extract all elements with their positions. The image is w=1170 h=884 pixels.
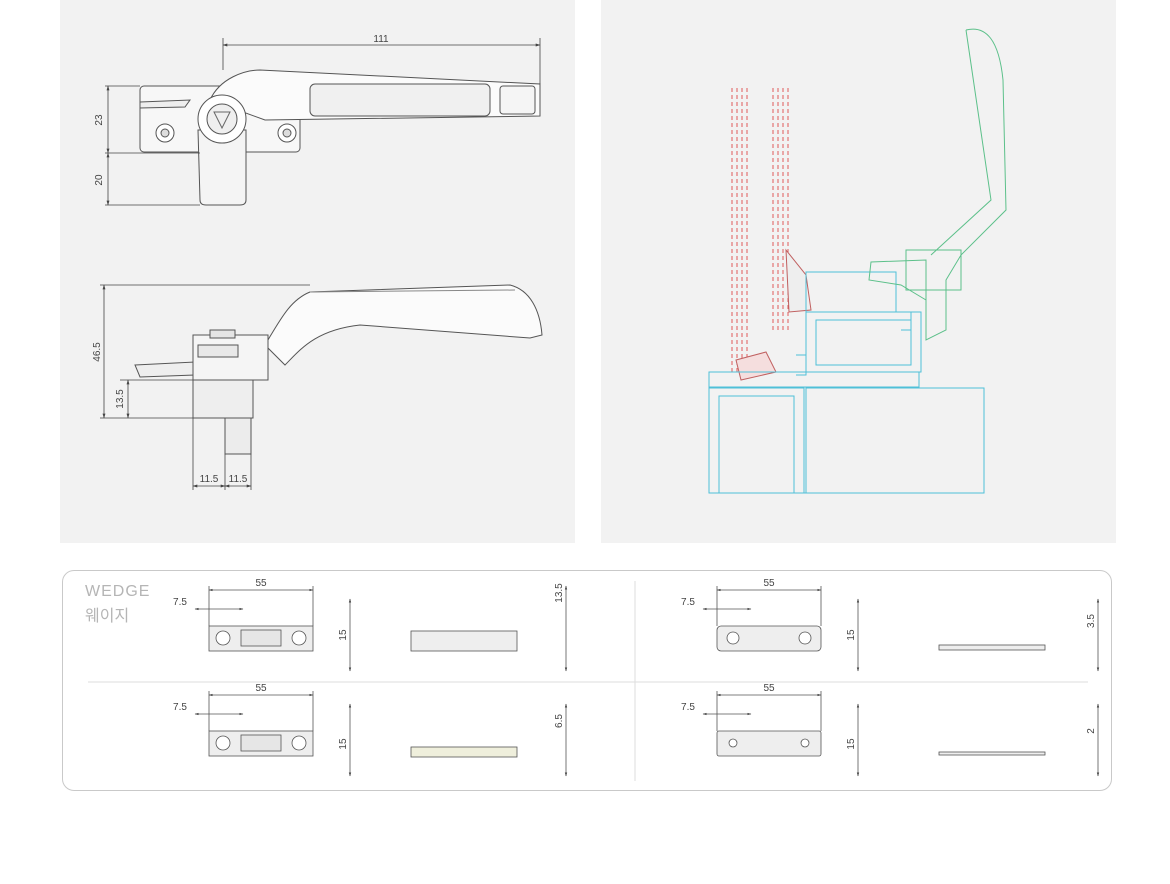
side-base-height-dim: 13.5 (115, 389, 126, 409)
wedge-3-length: 55 (763, 578, 775, 589)
top-view-dimensions (105, 38, 541, 206)
wedge-1-hole-offset: 7.5 (173, 597, 187, 608)
wedge-3-thickness: 3.5 (1086, 614, 1097, 628)
wedge-1-length: 55 (255, 578, 267, 589)
wedge-title: WEDGE (85, 583, 151, 600)
side-total-height-dim: 46.5 (92, 342, 103, 362)
handle-side-view (134, 284, 543, 455)
side-left-offset-dim: 11.5 (200, 474, 219, 485)
wedge-item-1 (194, 585, 568, 672)
wedge-4-thickness: 2 (1086, 728, 1097, 734)
wedge-2-length: 55 (255, 683, 267, 694)
wedge-item-4 (702, 691, 1100, 777)
wedge-4-hole-offset: 7.5 (681, 702, 695, 713)
frame-profile (708, 271, 985, 494)
wedge-1-thickness: 13.5 (554, 583, 565, 603)
top-width-dim: 111 (373, 34, 389, 45)
handle-outline (868, 28, 1007, 341)
wedge-3-width: 15 (846, 629, 857, 641)
wedge-panel: WEDGE 웨이지 55 7.5 15 13.5 (62, 570, 1112, 791)
glass-panes (731, 88, 789, 375)
wedge-item-2 (194, 691, 568, 777)
wedge-drawings: 55 7.5 15 13.5 55 7.5 15 6.5 (88, 578, 1100, 781)
side-right-offset-dim: 11.5 (229, 474, 248, 485)
handle-drawing: 111 23 20 46.5 13.5 11.5 (92, 34, 543, 490)
wedge-2-thickness: 6.5 (554, 714, 565, 728)
wedge-subtitle: 웨이지 (85, 608, 130, 625)
window-section-drawing (708, 28, 1007, 494)
wedge-2-hole-offset: 7.5 (173, 702, 187, 713)
top-upper-height-dim: 23 (94, 114, 105, 126)
wedge-3-hole-offset: 7.5 (681, 597, 695, 608)
wedge-2-width: 15 (338, 738, 349, 750)
top-lower-height-dim: 20 (94, 174, 105, 186)
handle-drawing-panel: 111 23 20 46.5 13.5 11.5 (60, 0, 575, 543)
window-section-panel (601, 0, 1116, 543)
wedge-1-width: 15 (338, 629, 349, 641)
side-view-dimensions (100, 284, 310, 490)
handle-top-view (139, 69, 541, 206)
wedge-4-length: 55 (763, 683, 775, 694)
wedge-item-3 (702, 586, 1100, 672)
wedge-4-width: 15 (846, 738, 857, 750)
gasket (735, 248, 812, 381)
